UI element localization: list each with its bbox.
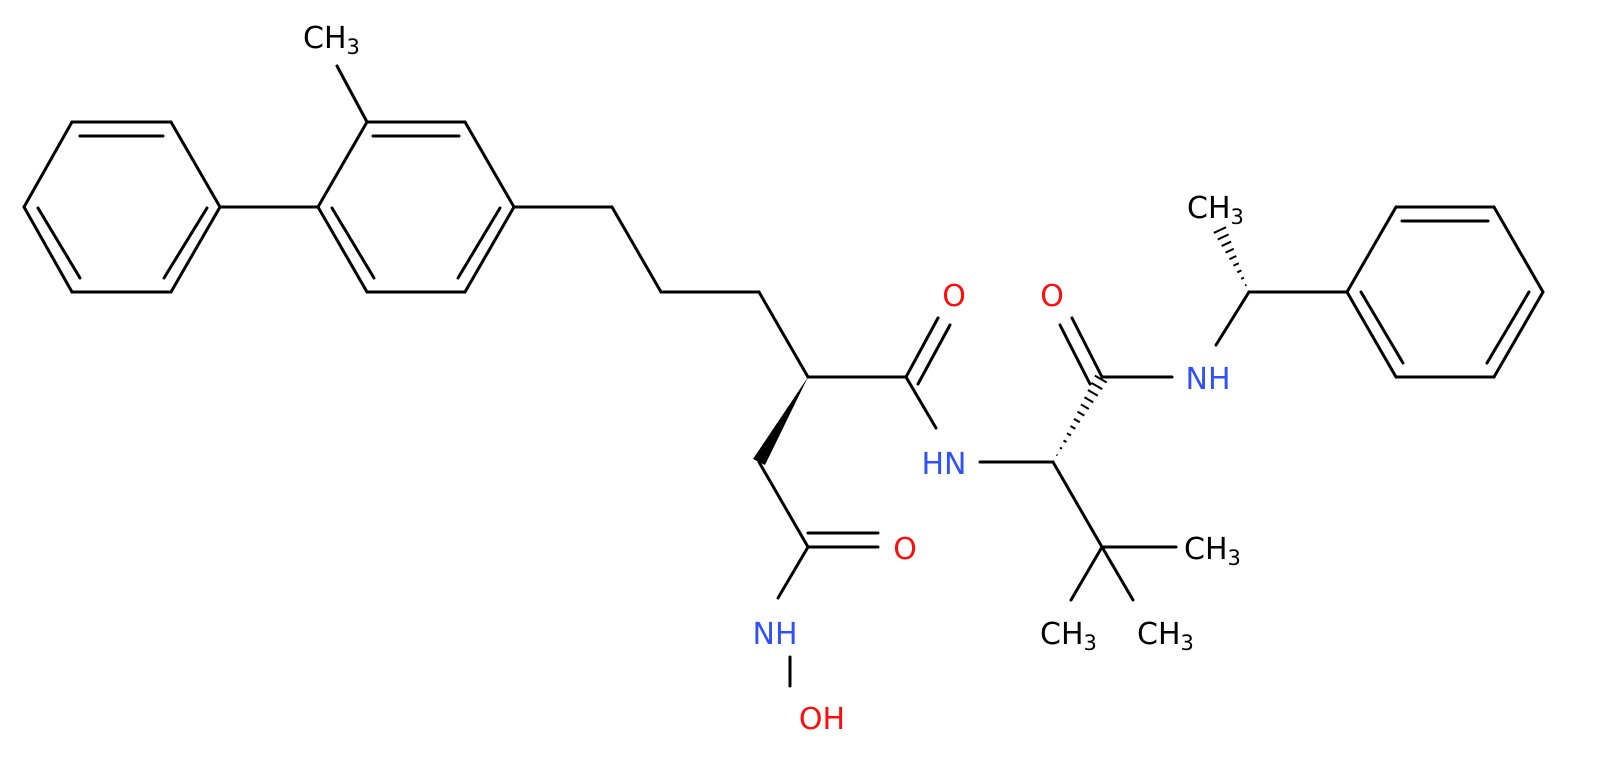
bond: [1492, 290, 1545, 379]
hash-line: [1094, 374, 1108, 384]
hashed-wedge-bond: [1213, 226, 1247, 287]
hash-line: [1090, 381, 1103, 390]
bond: [916, 323, 952, 386]
hash-line: [1240, 276, 1245, 280]
bond: [1051, 460, 1104, 549]
atom-label-nh-hydroxamic: NH: [753, 617, 798, 652]
atom-label-oh: OH: [799, 702, 845, 737]
atom-label-hn: HN: [922, 447, 967, 482]
atom-label-ch3-bottom-left: CH3: [1040, 617, 1097, 655]
bonds: [22, 64, 1545, 688]
bond: [463, 205, 516, 294]
hash-line: [1069, 425, 1076, 430]
bond: [463, 120, 516, 209]
hash-line: [1055, 453, 1058, 457]
hash-line: [1229, 255, 1237, 261]
bond: [1345, 205, 1398, 294]
bond: [757, 460, 810, 549]
bond: [904, 316, 940, 379]
hash-line: [1232, 262, 1240, 267]
atom-label-ch3-right: CH3: [1184, 532, 1241, 570]
atom-label-nh: NH: [1186, 362, 1231, 397]
bond: [1058, 323, 1092, 386]
bond: [757, 290, 810, 379]
bond: [610, 205, 663, 294]
atom-label-oxygen: O: [942, 279, 966, 314]
hashed-wedge-bond: [1055, 374, 1108, 457]
atom-label-ch3-top: CH3: [303, 21, 360, 59]
hash-line: [1217, 233, 1230, 241]
bond: [162, 206, 209, 280]
hash-line: [1062, 439, 1067, 443]
bond: [169, 120, 222, 209]
bond: [1345, 290, 1398, 379]
bond: [1069, 545, 1104, 602]
bond: [335, 64, 369, 124]
hash-line: [1066, 432, 1072, 437]
hash-line: [1221, 240, 1232, 247]
hash-line: [1073, 417, 1081, 424]
hash-line: [1076, 410, 1085, 417]
atom-label-oxygen: O: [1040, 279, 1064, 314]
bond: [904, 375, 938, 430]
hash-line: [1236, 269, 1242, 274]
bond: [316, 205, 369, 294]
bond: [456, 206, 502, 280]
bond: [22, 205, 74, 294]
hash-line: [1059, 446, 1063, 450]
bond: [22, 120, 74, 209]
bond: [1485, 290, 1531, 365]
wedge-bond: [753, 377, 808, 465]
bond: [316, 120, 369, 209]
bond: [1070, 316, 1104, 379]
atom-label-oxygen-hydroxamic: O: [893, 532, 917, 567]
hash-line: [1225, 247, 1235, 254]
atom-label-ch3-stereo: CH3: [1187, 191, 1244, 229]
bond: [1359, 290, 1405, 365]
bond: [330, 206, 376, 280]
bond: [1214, 290, 1251, 347]
hash-line: [1213, 226, 1227, 234]
hash-line: [1080, 403, 1090, 410]
hash-line: [1244, 283, 1247, 287]
bond: [776, 545, 810, 600]
atom-label-ch3-bottom-right: CH3: [1137, 617, 1194, 655]
hash-line: [1087, 389, 1099, 397]
hash-line: [1083, 396, 1094, 404]
bond: [1492, 205, 1545, 294]
bond: [36, 206, 82, 280]
bond: [1100, 545, 1135, 602]
bond: [169, 205, 222, 294]
